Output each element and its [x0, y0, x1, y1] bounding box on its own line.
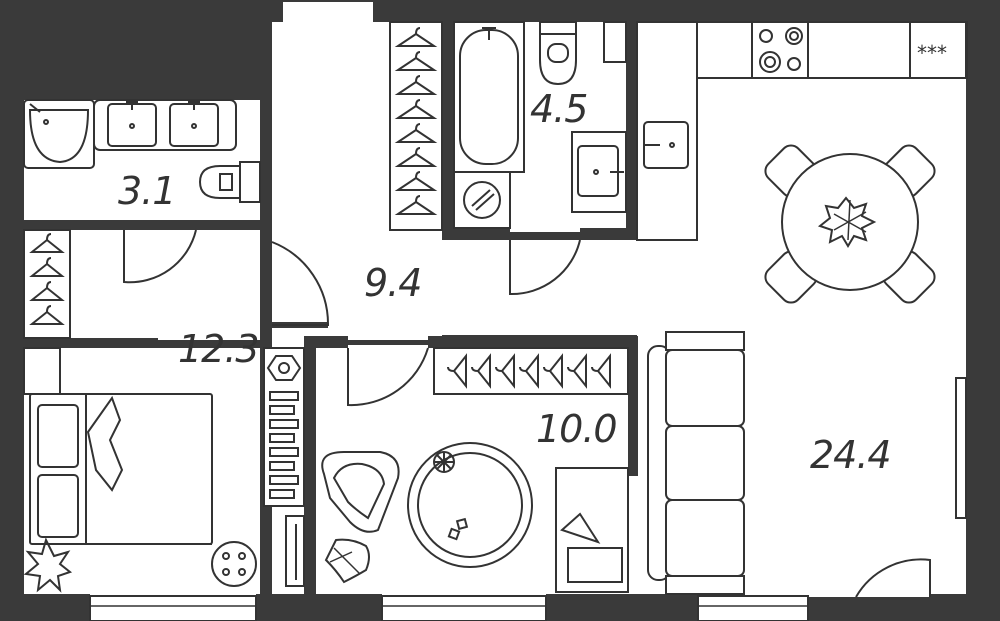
- hanger-icon: [29, 257, 65, 277]
- shelf: [269, 461, 295, 471]
- area-label-hall: 12.3: [178, 327, 259, 371]
- shelf: [269, 447, 299, 457]
- plant-icon: [817, 196, 877, 248]
- hanger-icon: [29, 281, 65, 301]
- hanger-icon: [394, 75, 438, 95]
- hanger-icon: [495, 353, 515, 389]
- kitchen: ***: [636, 21, 968, 304]
- shelf: [269, 419, 299, 429]
- shelf: [269, 405, 295, 415]
- hanger-icon: [29, 305, 65, 325]
- bedroom-furniture: [321, 347, 629, 593]
- hanger-icon: [394, 99, 438, 119]
- hanger-icon: [29, 233, 65, 253]
- area-labels: 3.1 4.5 9.4 12.3 10.0 24.4: [118, 87, 892, 477]
- shelf: [269, 391, 299, 401]
- shelf: [269, 489, 295, 499]
- area-label-living-kitchen: 24.4: [810, 433, 891, 477]
- walls: [0, 22, 1000, 621]
- utility-shelves: [263, 347, 305, 587]
- shelf: [269, 433, 295, 443]
- hanger-icons: [394, 27, 438, 215]
- hanger-icon: [471, 353, 491, 389]
- hanger-icon: [447, 353, 467, 389]
- hanger-icon: [394, 147, 438, 167]
- hanger-icon: [543, 353, 563, 389]
- hanger-icons: [29, 233, 65, 325]
- stove-mark: ***: [917, 41, 947, 65]
- hanger-icon: [519, 353, 539, 389]
- dining-set: [764, 144, 936, 304]
- hanger-icon: [591, 353, 611, 389]
- area-label-bathroom-1: 3.1: [118, 169, 175, 213]
- plant-icon: [23, 537, 73, 593]
- shelf: [269, 475, 299, 485]
- hall-wardrobe: [23, 229, 71, 339]
- hanger-icon: [394, 195, 438, 215]
- plant-icon: [324, 538, 370, 584]
- hanger-icon: [394, 123, 438, 143]
- corridor-wardrobe: [389, 21, 443, 231]
- hanger-icon: [394, 27, 438, 47]
- sofa: [647, 331, 745, 595]
- hanger-icon: [394, 171, 438, 191]
- windows: [89, 377, 967, 621]
- hanger-icon: [394, 51, 438, 71]
- hanger-icon: [567, 353, 587, 389]
- area-label-bathroom-2: 4.5: [530, 87, 587, 131]
- bathroom-1-fixtures: [23, 99, 261, 203]
- doors: [123, 229, 931, 598]
- bathroom-2-fixtures: [453, 21, 627, 229]
- area-label-corridor: 9.4: [364, 261, 421, 305]
- area-label-bedroom: 10.0: [536, 407, 617, 451]
- hanger-icons: [447, 353, 611, 389]
- bed-area: [23, 347, 257, 593]
